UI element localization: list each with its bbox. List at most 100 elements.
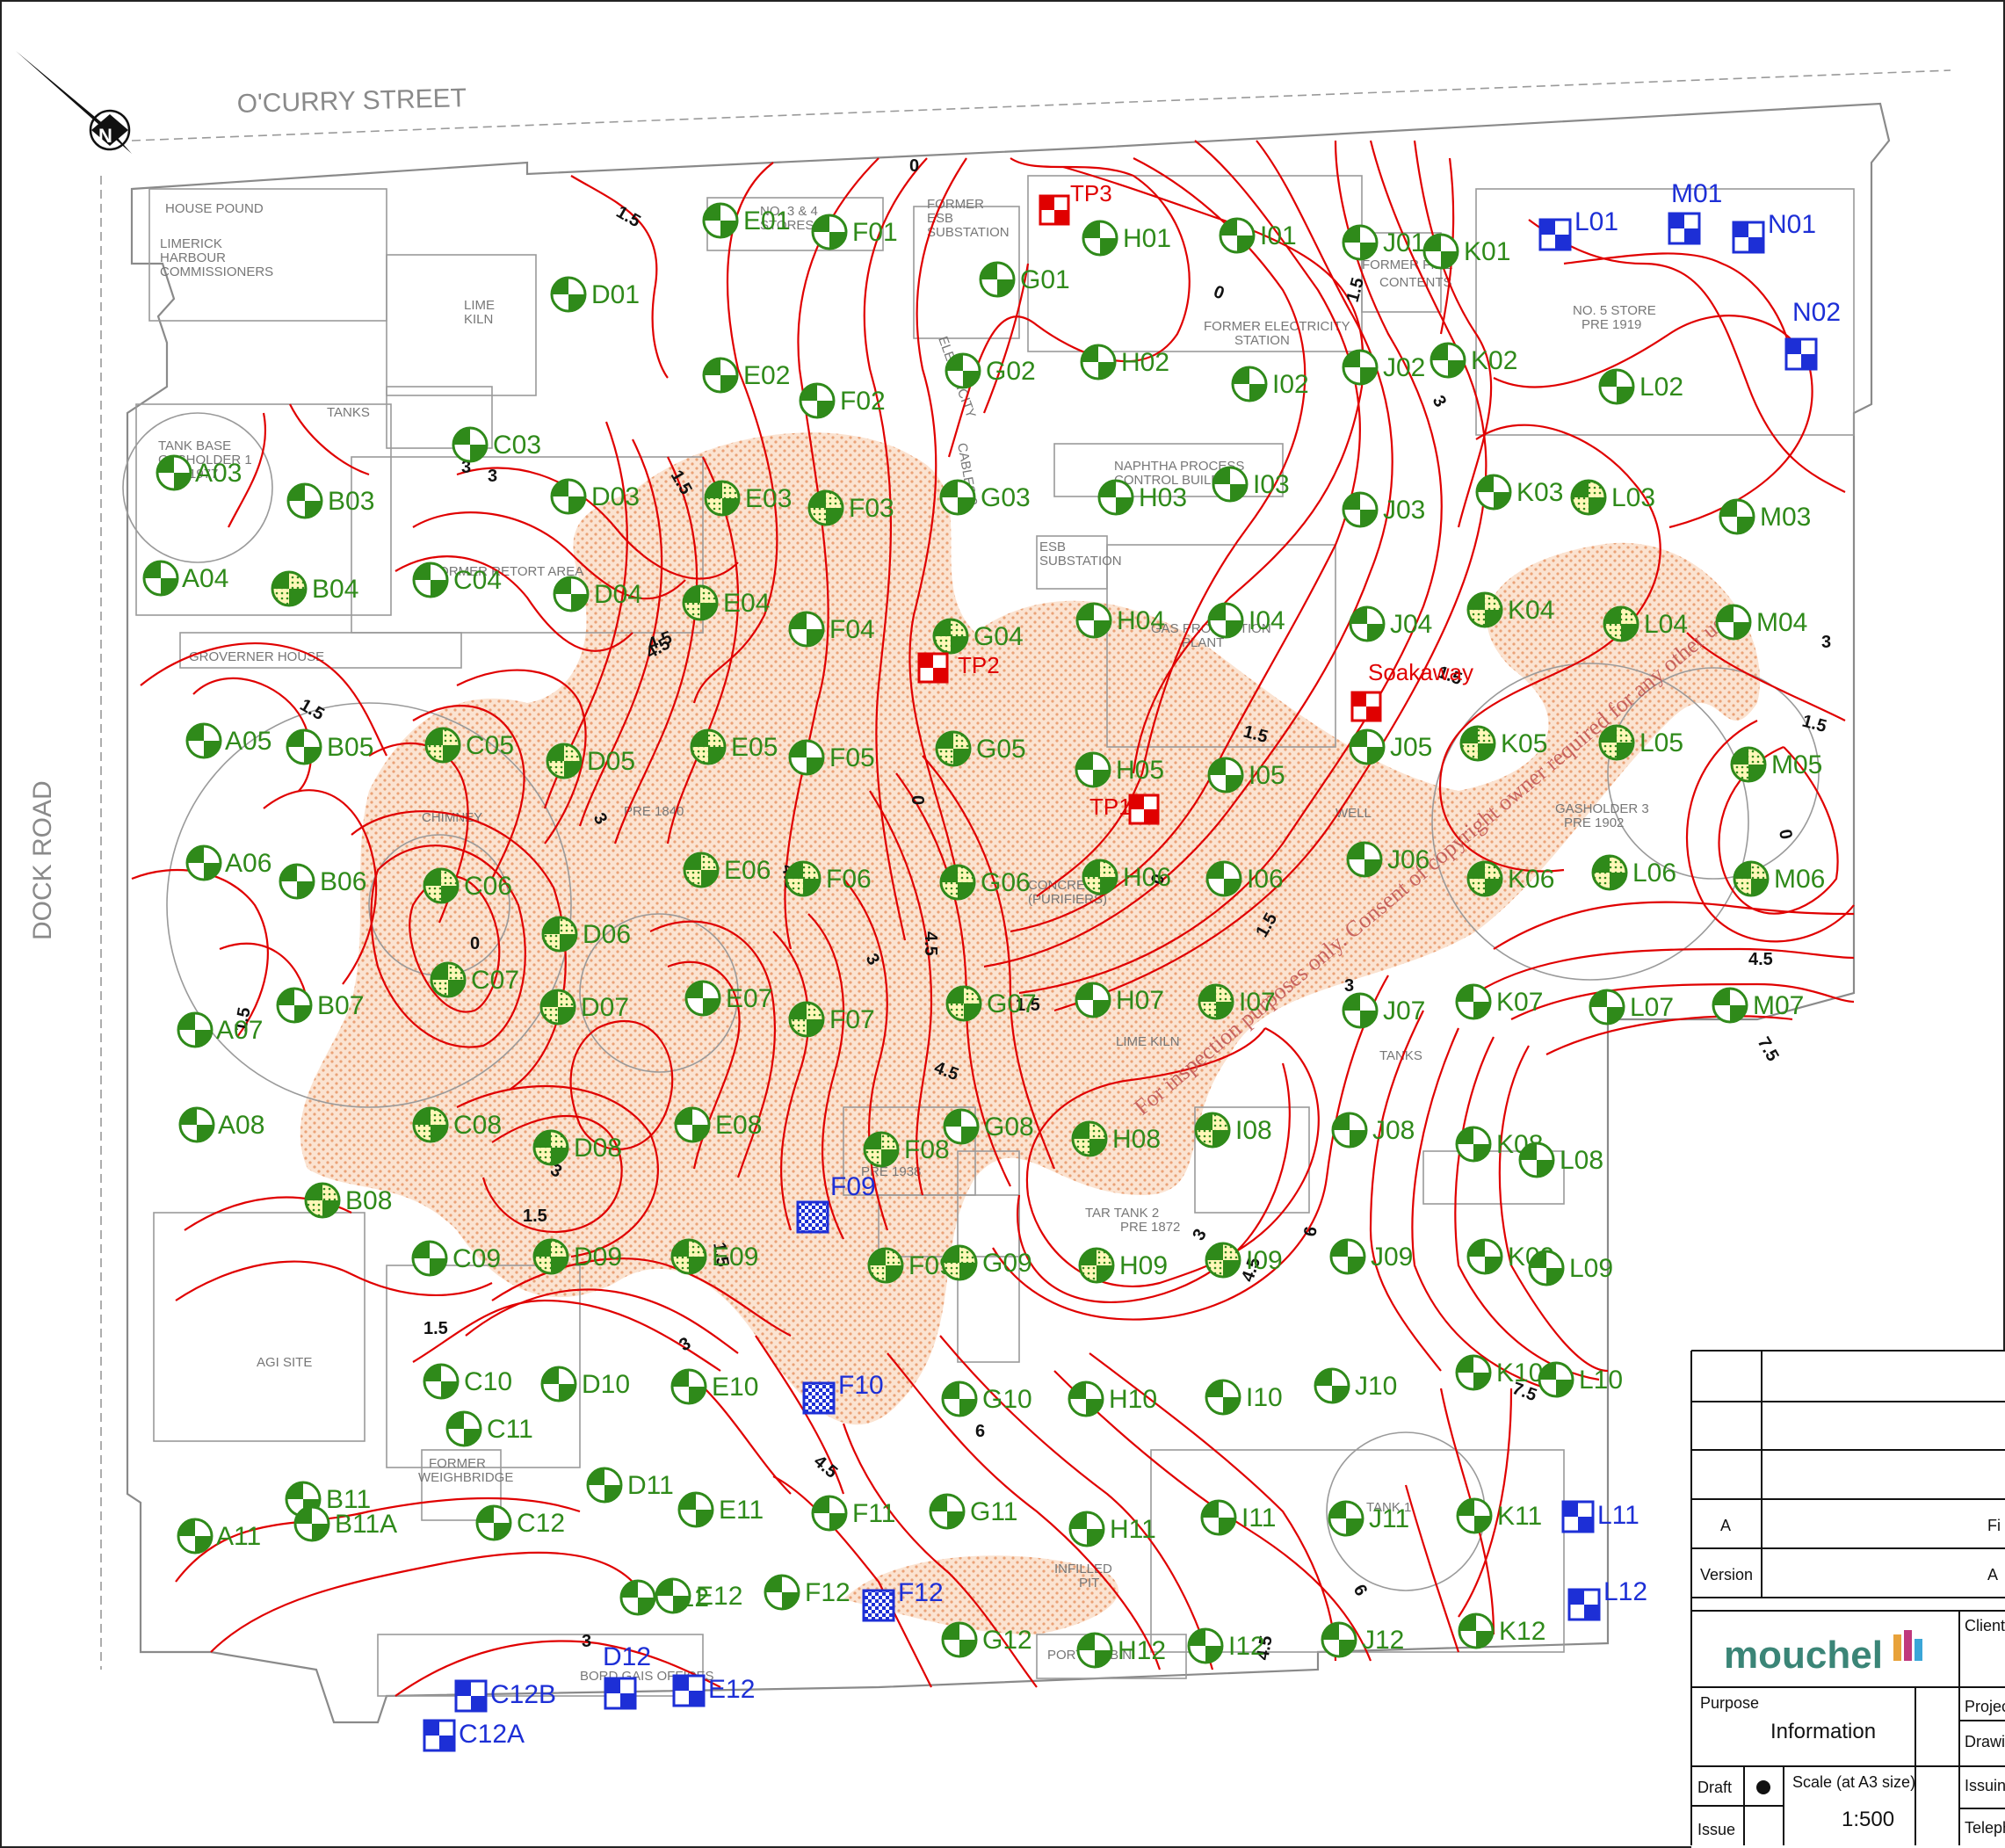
svg-text:ESB: ESB	[927, 211, 953, 226]
svg-text:FORMER ELECTRICITY: FORMER ELECTRICITY	[1204, 319, 1350, 334]
borehole-label: F01	[852, 218, 898, 247]
borehole-label: H05	[1116, 756, 1164, 785]
borehole-marker	[1598, 724, 1635, 761]
svg-text:AGI SITE: AGI SITE	[257, 1355, 312, 1370]
svg-text:HARBOUR: HARBOUR	[160, 250, 226, 265]
borehole-label: E08	[715, 1111, 762, 1140]
borehole-label: H02	[1121, 348, 1169, 377]
borehole-marker	[1071, 1120, 1108, 1157]
borehole-marker	[788, 739, 825, 776]
svg-text:LIMERICK: LIMERICK	[160, 236, 222, 251]
contour-lines	[131, 140, 1855, 1697]
borehole-marker	[412, 1106, 449, 1143]
svg-text:FORMER: FORMER	[429, 1456, 486, 1471]
borehole-marker	[939, 864, 976, 901]
svg-text:3: 3	[1344, 976, 1354, 996]
svg-text:HOUSE POUND: HOUSE POUND	[165, 201, 264, 216]
borehole-label: H01	[1123, 224, 1171, 253]
svg-text:LIME: LIME	[464, 298, 495, 313]
borehole-label: M07	[1753, 991, 1804, 1020]
borehole-label: D07	[581, 993, 629, 1022]
scale-value: 1:500	[1842, 1808, 1894, 1831]
borehole-marker	[553, 576, 590, 612]
borehole-label: G02	[986, 357, 1036, 386]
borehole-label: M06	[1774, 865, 1825, 894]
svg-text:STATION: STATION	[1234, 333, 1290, 348]
borehole-marker	[539, 989, 576, 1025]
borehole-label: A06	[225, 849, 271, 878]
piezometer-label: D12	[603, 1642, 651, 1671]
piezometer-label: N01	[1768, 210, 1816, 239]
borehole-marker	[271, 570, 308, 607]
piezometer-label: C12A	[459, 1720, 525, 1749]
piezometer-marker	[1784, 337, 1818, 371]
borehole-label: F05	[829, 743, 875, 772]
borehole-marker	[1598, 368, 1635, 405]
piezometer-label: N02	[1792, 298, 1841, 327]
borehole-marker	[1212, 466, 1249, 503]
borehole-marker	[1719, 498, 1755, 535]
borehole-label: L10	[1579, 1366, 1623, 1395]
borehole-label: E09	[712, 1243, 758, 1272]
borehole-label: B07	[317, 991, 364, 1020]
svg-text:6: 6	[975, 1422, 985, 1441]
piezometer-label: F09	[830, 1172, 876, 1201]
borehole-marker	[1730, 746, 1767, 783]
svg-text:CONTROL BUILDING: CONTROL BUILDING	[1114, 473, 1244, 488]
borehole-marker	[941, 1381, 978, 1417]
borehole-label: C03	[493, 431, 541, 460]
borehole-label: I11	[1241, 1504, 1276, 1533]
borehole-label: F11	[852, 1499, 895, 1528]
borehole-marker	[943, 1108, 980, 1145]
svg-text:1.5: 1.5	[709, 1241, 732, 1268]
piezometer-marker	[796, 1200, 829, 1234]
client-label: Client	[1965, 1617, 2005, 1634]
borehole-marker	[423, 867, 460, 904]
borehole-marker	[670, 1238, 707, 1275]
borehole-label: C06	[464, 872, 512, 901]
borehole-label: C11	[487, 1415, 533, 1444]
borehole-marker	[1349, 728, 1386, 765]
borehole-label: I08	[1235, 1116, 1272, 1145]
borehole-marker	[1097, 479, 1134, 516]
borehole-label: E04	[723, 589, 770, 618]
borehole-marker	[304, 1182, 341, 1219]
borehole-label: G09	[982, 1249, 1032, 1278]
borehole-label: G10	[982, 1385, 1032, 1414]
borehole-marker	[1715, 604, 1752, 641]
svg-text:TANKS: TANKS	[327, 405, 370, 420]
trial-pit-label: TP1	[1089, 794, 1132, 820]
borehole-label: E02	[743, 361, 790, 390]
borehole-label: B11A	[335, 1510, 397, 1539]
piezometer-label: E12	[708, 1675, 755, 1704]
street-label-west: DOCK ROAD	[28, 780, 57, 940]
svg-text:COMMISSIONERS: COMMISSIONERS	[160, 265, 273, 279]
borehole-label: B06	[320, 867, 366, 896]
borehole-marker	[945, 985, 982, 1022]
svg-text:WELL: WELL	[1335, 806, 1372, 821]
svg-text:TANK 1: TANK 1	[1366, 1500, 1411, 1515]
borehole-marker	[1430, 342, 1466, 379]
borehole-marker	[655, 1577, 691, 1614]
borehole-label: D01	[591, 280, 640, 309]
borehole-label: C09	[452, 1244, 501, 1273]
borehole-marker	[1459, 725, 1496, 762]
piezometer-label: L01	[1574, 207, 1618, 236]
borehole-label: J06	[1387, 845, 1430, 874]
borehole-label: I01	[1260, 221, 1297, 250]
borehole-marker	[1205, 1379, 1241, 1416]
borehole-marker	[935, 730, 972, 767]
trial-pit-marker	[917, 652, 949, 684]
borehole-marker	[945, 352, 981, 389]
borehole-label: L06	[1632, 859, 1676, 888]
borehole-label: C05	[466, 731, 514, 760]
borehole-label: J05	[1390, 733, 1432, 762]
svg-text:6: 6	[1300, 1225, 1321, 1238]
svg-text:FORMER RETORT AREA: FORMER RETORT AREA	[431, 564, 583, 579]
borehole-marker	[1455, 983, 1492, 1020]
borehole-marker	[178, 1106, 215, 1143]
borehole-label: C10	[464, 1367, 512, 1396]
borehole-marker	[1205, 1242, 1241, 1279]
